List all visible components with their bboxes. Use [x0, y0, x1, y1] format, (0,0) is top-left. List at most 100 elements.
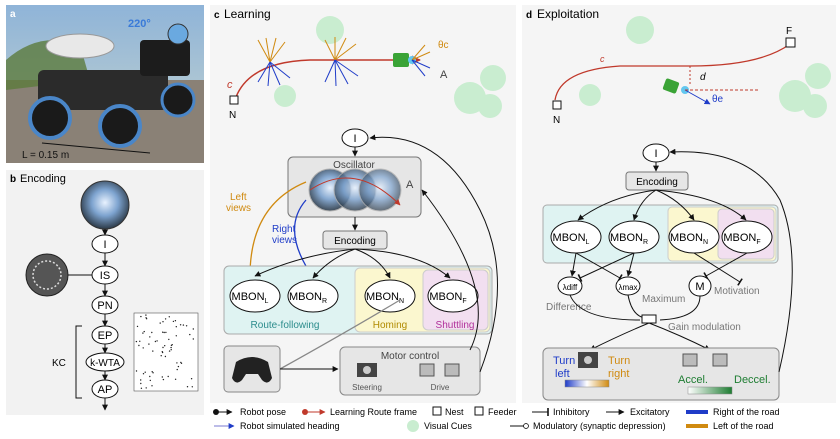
sparse-code-dot: [142, 373, 145, 375]
feedback-arrow: [669, 148, 793, 373]
nest-icon: [552, 100, 562, 110]
oscillator-A-label: A: [406, 179, 414, 191]
sparse-code-dot: [152, 350, 154, 352]
sparse-code-dot: [135, 370, 138, 372]
sparse-code-dot: [174, 378, 177, 380]
theta-c-label: θc: [438, 40, 449, 51]
sparse-code-dot: [143, 330, 145, 333]
sparse-code-dot: [149, 336, 151, 338]
sparse-code-dot: [185, 325, 188, 327]
sparse-code-dot: [162, 321, 164, 323]
legend-feeder: Feeder: [488, 407, 517, 417]
sparse-code-dot: [140, 379, 142, 381]
d-distance-label: d: [700, 72, 706, 83]
sparse-code-dot: [190, 378, 193, 380]
feeder-icon: [785, 37, 796, 48]
robot-dish: [45, 33, 115, 59]
kc-label: KC: [52, 358, 66, 369]
sparse-code-dot: [175, 335, 177, 337]
sparse-code-dot: [170, 346, 172, 349]
visual-cue: [803, 94, 827, 118]
sparse-code-dot: [175, 326, 177, 328]
theta-e-label: θe: [712, 94, 724, 105]
feedback-arrow: [421, 189, 479, 351]
accel-label: Accel.: [678, 374, 708, 386]
sparse-code-dot: [168, 316, 170, 318]
sparse-code-dot: [140, 382, 142, 385]
mbon-F-label: MBONF: [723, 232, 760, 246]
route-c-label: c: [600, 54, 605, 64]
sparse-code-dot: [162, 378, 165, 381]
node-EP-label: EP: [98, 330, 113, 342]
motivation-label: Motivation: [714, 286, 760, 297]
view-fan: [257, 37, 291, 87]
homing-label: Homing: [373, 320, 407, 331]
view-fan: [324, 37, 359, 87]
sparse-code-dot: [140, 387, 143, 389]
sparse-code-dot: [182, 324, 185, 326]
encoding-label: Encoding: [636, 177, 678, 188]
drive-label: Drive: [431, 383, 450, 392]
mbon-N-node: [364, 279, 416, 313]
sparse-code-dot: [151, 331, 153, 334]
sparse-code-dot: [170, 349, 172, 351]
panel-letter-d: d: [526, 10, 532, 21]
robot-box: [140, 40, 190, 76]
legend-left-road: Left of the road: [713, 421, 774, 431]
feeder-legend-icon: [474, 406, 484, 416]
gain-modulation-label: Gain modulation: [668, 322, 741, 333]
maximum-label: Maximum: [642, 294, 685, 305]
panel-letter-a: a: [10, 9, 16, 20]
mbon-F-label: MBONF: [429, 291, 466, 305]
sparse-code-dot: [151, 371, 153, 373]
sparse-code-dot: [152, 372, 154, 374]
learning-route: [235, 55, 421, 98]
mbon-L-label: MBONL: [553, 232, 590, 246]
legend-learning-route-frame: Learning Route frame: [330, 407, 417, 417]
oscillating-view: [358, 168, 402, 212]
sparse-code-dot: [162, 331, 164, 333]
mbon-R-node: [287, 279, 339, 313]
sparse-code-dot: [144, 371, 146, 373]
sparse-code-dot: [176, 362, 178, 364]
lambda-diff-label: λdiff: [563, 283, 578, 292]
sparse-code-dot: [177, 365, 180, 368]
panel-d: d Exploitation c N F d θe I Encoding: [522, 5, 836, 403]
sparse-code-dot: [179, 324, 182, 326]
sparse-code-dot: [161, 351, 163, 353]
nest-label: N: [553, 115, 560, 126]
legend-excitatory: Excitatory: [630, 407, 670, 417]
sparse-code-dot: [142, 332, 144, 334]
robot-pose-legend-icon: [213, 409, 219, 415]
robot-camera-dome: [167, 23, 189, 45]
visual-cue: [316, 16, 344, 44]
route-c-label: c: [227, 79, 233, 91]
sparse-code-dot: [164, 318, 167, 320]
panel-a: a 220° L = 0.15 m: [6, 5, 204, 163]
sparse-code-dot: [162, 346, 164, 349]
mbon-F-node: [427, 279, 479, 313]
sparse-code-dot: [159, 322, 161, 324]
decel-label: Deccel.: [734, 374, 771, 386]
drive-motor-icon: [682, 353, 698, 367]
panel-letter-c: c: [214, 10, 220, 21]
nest-icon: [229, 95, 239, 105]
encoding-label: Encoding: [334, 236, 376, 247]
robot-wheel: [160, 82, 196, 118]
drive-motor-icon: [712, 353, 728, 367]
sparse-code-dot: [180, 361, 182, 364]
feedback-arrow: [369, 134, 498, 373]
node-I-label: I: [103, 239, 106, 251]
sparse-code-dot: [167, 375, 169, 378]
sparse-code-dot: [165, 331, 167, 334]
sparse-code-dot: [135, 340, 138, 343]
sparse-code-dot: [168, 338, 170, 341]
panel-d-title: Exploitation: [537, 7, 599, 21]
left-road-legend-icon: [686, 424, 708, 428]
sparse-code-dot: [161, 376, 163, 378]
mbon-L-label: MBONL: [232, 291, 269, 305]
sparse-code-dot: [156, 340, 158, 342]
legend-modulatory: Modulatory (synaptic depression): [533, 421, 666, 431]
sparse-code-dot: [151, 385, 153, 387]
